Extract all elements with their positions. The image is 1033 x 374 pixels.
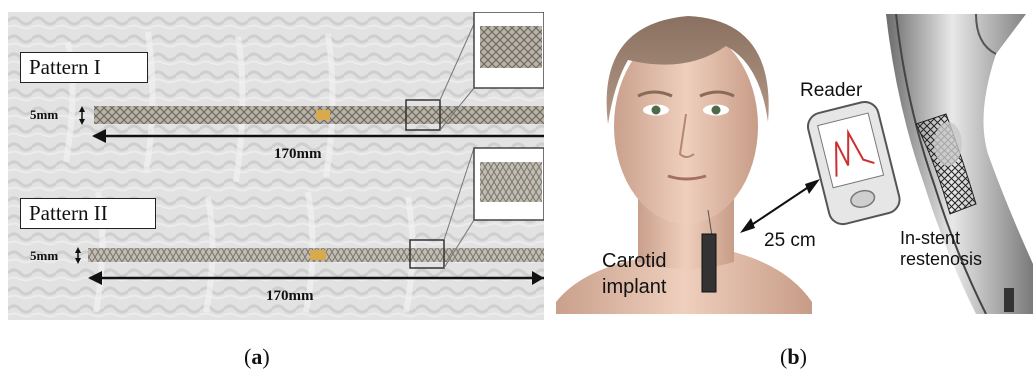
restenosis-label-line2: restenosis — [900, 249, 982, 270]
carotid-implant-label-line2: implant — [602, 274, 666, 300]
restenosis-label: In-stent restenosis — [900, 228, 982, 270]
carotid-implant-device — [702, 234, 716, 292]
panel-b-implant-illustration: Reader 25 cm Carotid implant In-stent re… — [556, 14, 1033, 314]
caption-b: (b) — [780, 344, 807, 370]
restenosis-label-line1: In-stent — [900, 228, 982, 249]
length-label-2: 170mm — [266, 288, 314, 305]
caption-b-letter: b — [787, 344, 799, 369]
pattern-1-label: Pattern I — [20, 52, 148, 83]
marker-band-2 — [310, 250, 326, 260]
reader-device — [805, 99, 902, 227]
distance-label: 25 cm — [764, 230, 816, 252]
reader-label: Reader — [800, 80, 862, 102]
caption-a-letter: a — [251, 344, 262, 369]
length-label-1: 170mm — [274, 146, 322, 163]
pattern-2-label: Pattern II — [20, 198, 156, 229]
carotid-implant-label-line1: Carotid — [602, 248, 666, 274]
caption-a: (a) — [244, 344, 270, 370]
width-label-2: 5mm — [30, 248, 58, 264]
marker-band-1 — [316, 110, 330, 120]
panel-a-stent-photo: Pattern I Pattern II 5mm 5mm 170mm 170mm — [8, 12, 544, 320]
width-label-1: 5mm — [30, 107, 58, 123]
carotid-implant-label: Carotid implant — [602, 248, 666, 300]
